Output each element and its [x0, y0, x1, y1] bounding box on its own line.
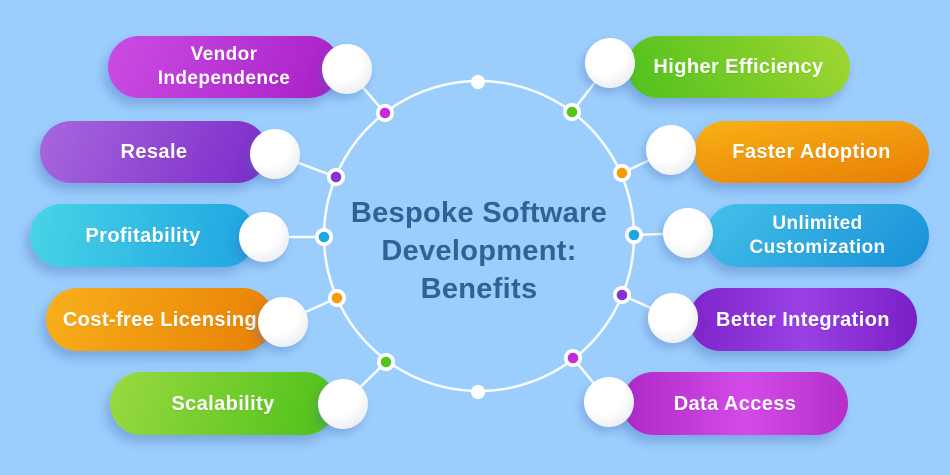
benefit-label: Data Access	[673, 392, 797, 415]
benefit-label: Higher Efficiency	[653, 56, 824, 78]
ring-top-dot	[471, 75, 485, 89]
connector-node	[318, 379, 368, 429]
connector-node	[648, 293, 698, 343]
ring-dot-orange-right	[616, 167, 628, 179]
benefit-pill-better-integration: Better Integration	[689, 288, 917, 351]
benefit-label: Faster Adoption	[732, 141, 891, 163]
ring-dot-magenta-left	[379, 107, 391, 119]
ring-dot-purple-left	[330, 171, 342, 183]
ring-dot-green-left	[380, 356, 392, 368]
ring-dot-orange-left	[331, 292, 343, 304]
ring-dot-cyan-right	[628, 229, 640, 241]
connector-node	[585, 38, 635, 88]
benefit-pill-faster-adoption: Faster Adoption	[694, 121, 929, 183]
diagram-title: Bespoke Software Development: Benefits	[350, 197, 608, 305]
ring-dots	[315, 103, 643, 371]
connector-node	[258, 297, 308, 347]
benefit-pill-data-access: Data Access	[622, 372, 848, 435]
benefit-label: Resale	[120, 141, 188, 163]
ring-dot-purple-right	[616, 289, 628, 301]
connector-node	[322, 44, 372, 94]
benefit-label: Profitability	[85, 224, 201, 247]
ring-dot-cyan-left	[318, 231, 330, 243]
connector-node	[663, 208, 713, 258]
ring-dot-green-right	[566, 106, 578, 118]
benefit-pill-profitability: Profitability	[30, 204, 256, 267]
ring-bottom-dot	[471, 385, 485, 399]
connector-node	[646, 125, 696, 175]
benefit-label: Cost-free Licensing	[62, 308, 258, 331]
benefit-pill-resale: Resale	[40, 121, 268, 183]
benefit-pill-vendor-independence: Vendor Independence	[108, 36, 340, 98]
connector-node	[239, 212, 289, 262]
benefit-pill-higher-efficiency: Higher Efficiency	[627, 36, 850, 98]
ring-dot-magenta-right	[567, 352, 579, 364]
benefit-label: Vendor Independence	[157, 44, 291, 89]
benefit-pill-unlimited-customization: Unlimited Customization	[706, 204, 929, 267]
benefit-label: Better Integration	[716, 308, 890, 331]
benefit-pill-scalability: Scalability	[110, 372, 336, 435]
connector-node	[250, 129, 300, 179]
benefit-pill-cost-free-licensing: Cost-free Licensing	[46, 288, 274, 351]
benefit-label: Scalability	[171, 392, 275, 415]
benefit-label: Unlimited Customization	[749, 212, 886, 258]
connector-node	[584, 377, 634, 427]
